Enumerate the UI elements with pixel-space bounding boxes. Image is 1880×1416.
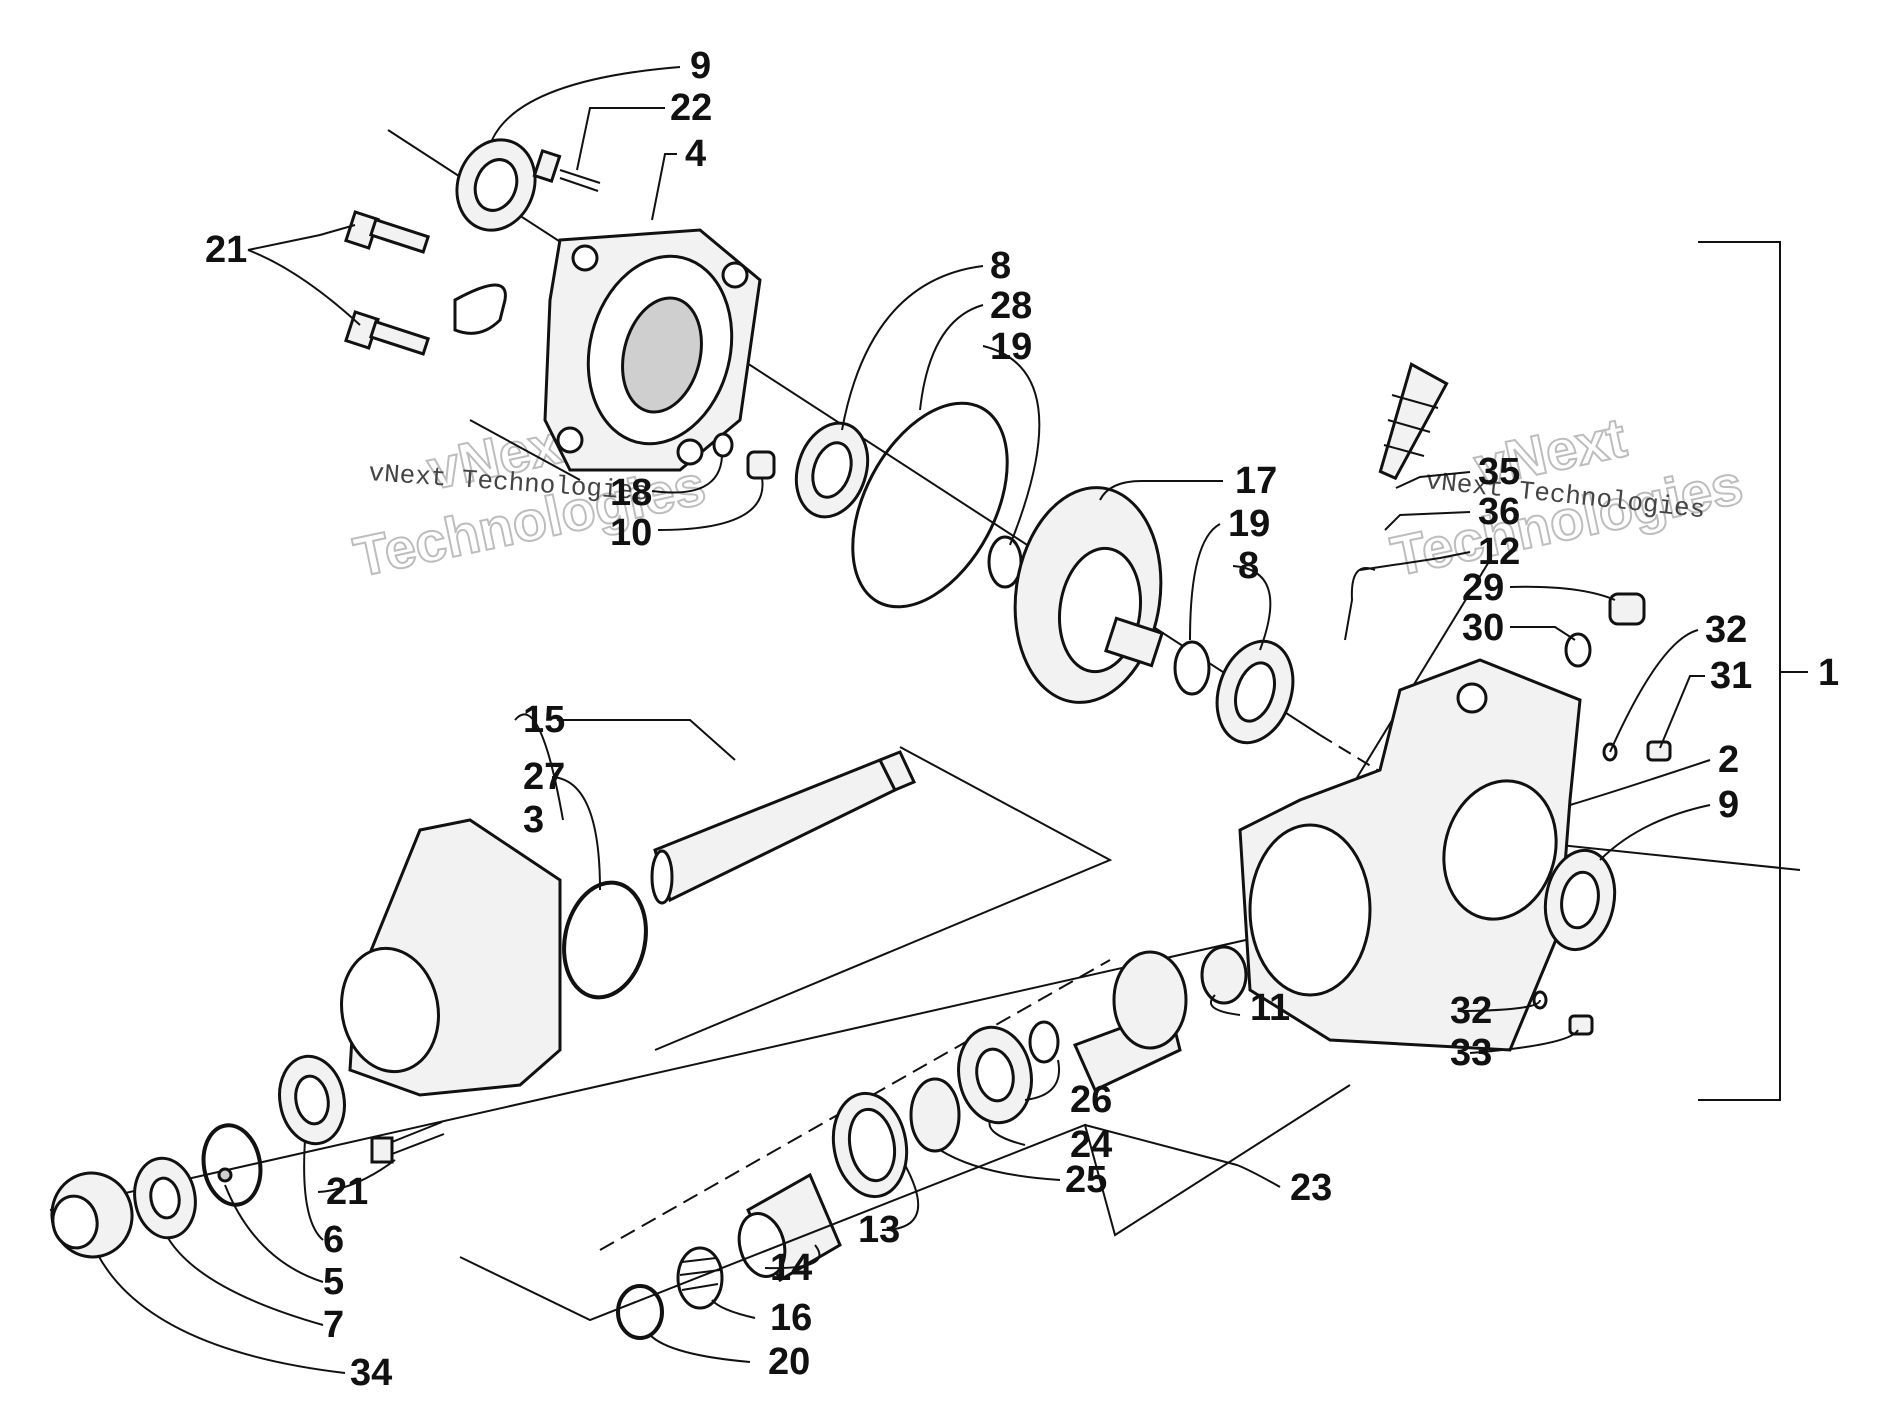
callout-32-top: 32 [1705, 609, 1747, 651]
drain-plug-29 [1608, 592, 1646, 626]
bolts-21-upper [344, 210, 431, 356]
callout-3: 3 [523, 799, 544, 841]
callout-29: 29 [1462, 567, 1504, 609]
callout-31: 31 [1710, 655, 1752, 697]
seal-7 [133, 1156, 197, 1240]
bearing-6 [278, 1054, 346, 1146]
callout-21-bottom: 21 [326, 1171, 368, 1213]
clip-5 [217, 1167, 233, 1183]
bolt-21-lower [370, 1121, 445, 1164]
plug-10 [746, 450, 776, 480]
pinion-gear [1072, 950, 1188, 1093]
callout-27: 27 [523, 756, 565, 798]
callout-9-right: 9 [1718, 784, 1739, 826]
callout-28: 28 [990, 285, 1032, 327]
washer-30 [1564, 632, 1592, 668]
callout-23: 23 [1290, 1167, 1332, 1209]
callout-16: 16 [770, 1297, 812, 1339]
leader-lines [97, 66, 1711, 1374]
seal-top [455, 138, 537, 232]
callout-20: 20 [768, 1341, 810, 1383]
ring-26 [1028, 1020, 1060, 1064]
oring-large [851, 401, 1009, 609]
callout-14: 14 [770, 1247, 812, 1289]
group-bracket-upper [654, 746, 1113, 1051]
callout-30: 30 [1462, 607, 1504, 649]
bearing-lower [1215, 639, 1295, 745]
washer-18 [712, 432, 734, 458]
ring-13 [831, 1091, 909, 1199]
callout-34: 34 [350, 1352, 392, 1394]
bolt-33 [1568, 1014, 1594, 1036]
callout-26: 26 [1070, 1079, 1112, 1121]
callout-7: 7 [323, 1304, 344, 1346]
cover-housing [543, 228, 762, 472]
ring-gear [1013, 486, 1164, 704]
race-25 [909, 1077, 961, 1153]
callout-5: 5 [323, 1261, 344, 1303]
callout-8-mid: 8 [1238, 545, 1259, 587]
callout-36: 36 [1478, 491, 1520, 533]
vent-tube [1344, 567, 1376, 641]
callout-21-top: 21 [205, 229, 247, 271]
callout-1: 1 [1818, 652, 1839, 694]
callout-22: 22 [670, 87, 712, 129]
bushing-11 [1200, 945, 1248, 1005]
group-bracket-shaft [459, 1084, 1351, 1322]
callout-labels: 9 22 4 21 8 28 19 18 10 17 19 8 35 36 12… [205, 45, 1839, 1394]
seal-right [1543, 848, 1617, 952]
sleeve-14 [737, 1172, 842, 1283]
callout-9-top: 9 [690, 45, 711, 87]
callout-12: 12 [1478, 531, 1520, 573]
callout-6: 6 [323, 1219, 344, 1261]
callout-11: 11 [1250, 987, 1290, 1029]
callout-2: 2 [1718, 739, 1739, 781]
gasket-small [453, 283, 507, 335]
callout-33: 33 [1450, 1032, 1492, 1074]
bolt-31 [1646, 740, 1672, 762]
main-housing [1238, 658, 1582, 1052]
spring-16 [676, 1246, 724, 1310]
callout-32-bottom: 32 [1450, 990, 1492, 1032]
callout-17: 17 [1235, 460, 1277, 502]
callout-4: 4 [685, 133, 706, 175]
vent-boot [1378, 362, 1449, 481]
callout-19-top: 19 [990, 326, 1032, 368]
drive-shaft [650, 750, 917, 905]
callout-15: 15 [523, 699, 565, 741]
bearing-upper [794, 421, 870, 519]
pinion-housing [340, 818, 562, 1097]
callout-18: 18 [610, 472, 652, 514]
washer-20 [616, 1284, 664, 1340]
bolt-22 [532, 148, 601, 192]
snap-ring-5 [201, 1123, 263, 1207]
callout-13: 13 [858, 1209, 900, 1251]
callout-25: 25 [1065, 1159, 1107, 1201]
callout-8-top: 8 [990, 245, 1011, 287]
callout-35: 35 [1478, 451, 1520, 493]
bearing-24 [957, 1025, 1033, 1125]
oring-27 [562, 880, 648, 1000]
callout-10: 10 [610, 512, 652, 554]
callout-24: 24 [1070, 1124, 1112, 1166]
cap-34 [50, 1171, 134, 1259]
shim-19-lower [1173, 640, 1211, 696]
callout-19-mid: 19 [1228, 503, 1270, 545]
